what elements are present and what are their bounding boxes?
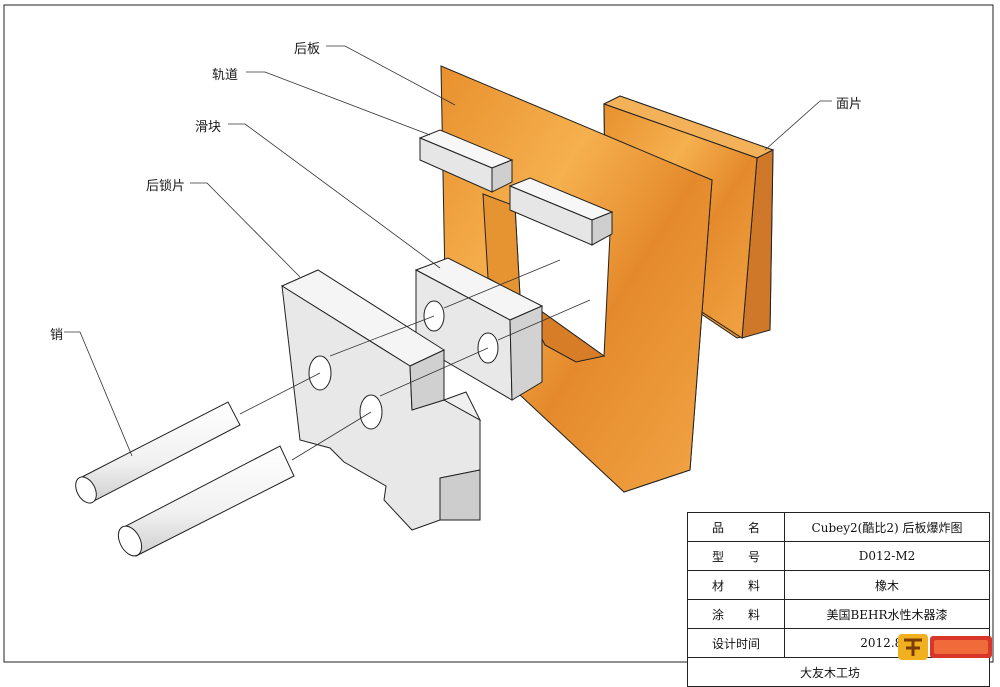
label-back-board: 后板 [294, 42, 321, 57]
value-coating: 美国BEHR水性木器漆 [784, 599, 990, 629]
value-product-name: Cubey2(酷比2) 后板爆炸图 [784, 512, 990, 542]
title-block: 品 名 Cubey2(酷比2) 后板爆炸图 型 号 D012-M2 材 料 橡木… [687, 512, 990, 687]
brand-logo-icon [898, 634, 992, 660]
leader-lines [64, 45, 832, 457]
label-face: 面片 [836, 97, 863, 112]
title-block-row: 设计时间 2012.8.9 [687, 628, 990, 658]
title-block-row: 品 名 Cubey2(酷比2) 后板爆炸图 [687, 512, 990, 542]
key-product-name: 品 名 [687, 512, 785, 542]
title-block-row: 涂 料 美国BEHR水性木器漆 [687, 599, 990, 629]
value-model: D012-M2 [784, 541, 990, 571]
pin-lower [117, 445, 295, 557]
label-back-lock: 后锁片 [146, 179, 186, 194]
rail-left [418, 129, 514, 193]
rail-right [508, 177, 614, 246]
center-lines [239, 259, 591, 461]
title-block-row: 材 料 橡木 [687, 570, 990, 600]
key-model: 型 号 [687, 541, 785, 571]
label-rail: 轨道 [212, 68, 239, 83]
key-coating: 涂 料 [687, 599, 785, 629]
title-block-row: 型 号 D012-M2 [687, 541, 990, 571]
key-design-date: 设计时间 [687, 628, 785, 658]
exploded-diagram [3, 4, 994, 663]
value-material: 橡木 [784, 570, 990, 600]
drawing-border [3, 4, 994, 663]
slider-block [414, 257, 544, 401]
key-material: 材 料 [687, 570, 785, 600]
label-pin: 销 [50, 328, 64, 343]
pin-upper [75, 401, 241, 504]
label-slider: 滑块 [195, 120, 222, 135]
